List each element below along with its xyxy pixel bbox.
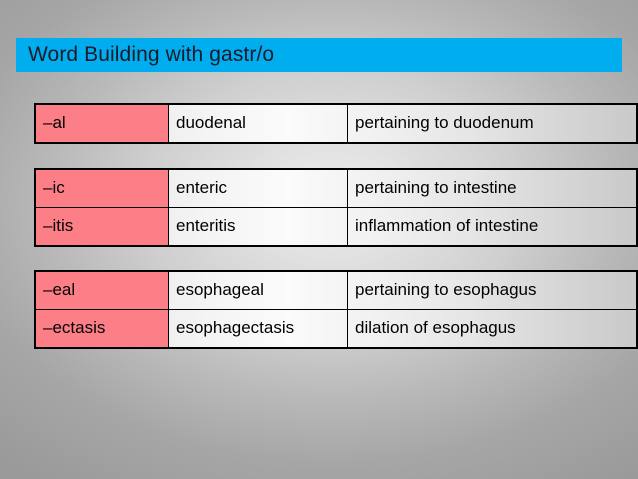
table-row: –itis enteritis inflammation of intestin…	[34, 207, 638, 247]
meaning-cell: dilation of esophagus	[347, 309, 638, 349]
suffix-cell: –eal	[34, 270, 169, 310]
word-building-table-2: –ic enteric pertaining to intestine –iti…	[34, 168, 638, 247]
suffix-cell: –itis	[34, 207, 169, 247]
suffix-cell: –ic	[34, 168, 169, 208]
term-cell: esophagectasis	[168, 309, 348, 349]
meaning-cell: pertaining to intestine	[347, 168, 638, 208]
meaning-cell: pertaining to duodenum	[347, 103, 638, 144]
term-cell: enteritis	[168, 207, 348, 247]
suffix-cell: –al	[34, 103, 169, 144]
word-building-table-3: –eal esophageal pertaining to esophagus …	[34, 270, 638, 349]
table-row: –al duodenal pertaining to duodenum	[34, 103, 638, 144]
table-row: –ic enteric pertaining to intestine	[34, 168, 638, 208]
meaning-cell: pertaining to esophagus	[347, 270, 638, 310]
table-row: –ectasis esophagectasis dilation of esop…	[34, 309, 638, 349]
term-cell: duodenal	[168, 103, 348, 144]
table-row: –eal esophageal pertaining to esophagus	[34, 270, 638, 310]
slide-title-banner: Word Building with gastr/o	[16, 38, 622, 72]
term-cell: esophageal	[168, 270, 348, 310]
page-title: Word Building with gastr/o	[28, 43, 275, 66]
term-cell: enteric	[168, 168, 348, 208]
word-building-table-1: –al duodenal pertaining to duodenum	[34, 103, 638, 144]
suffix-cell: –ectasis	[34, 309, 169, 349]
meaning-cell: inflammation of intestine	[347, 207, 638, 247]
